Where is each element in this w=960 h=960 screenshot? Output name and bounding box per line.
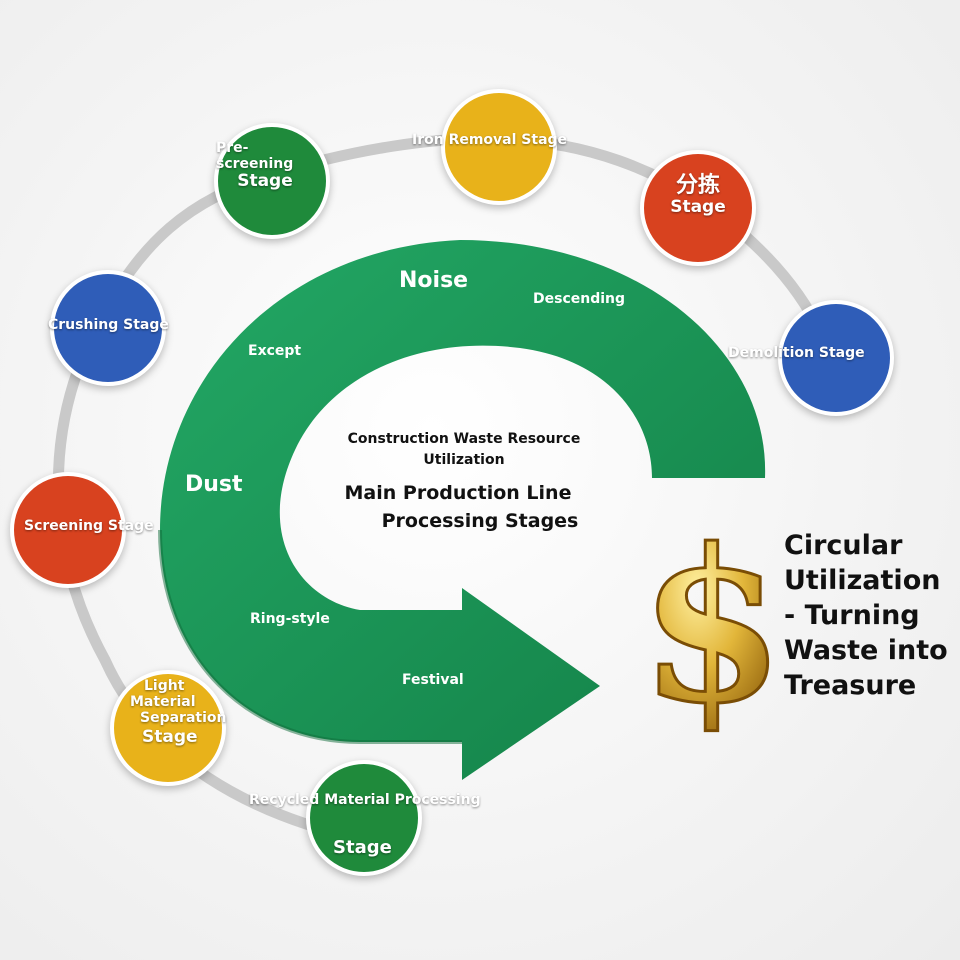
slogan-line5: Treasure — [784, 670, 917, 701]
dollar-sign-icon: $ — [639, 503, 785, 750]
center-subtitle-line2: Utilization — [423, 452, 505, 468]
slogan-line4: Waste into — [784, 635, 948, 666]
arrow-word-dust: Dust — [185, 472, 243, 497]
screening-stage-node[interactable] — [10, 472, 126, 588]
light-material-stage-label: Light Material Separation Stage — [120, 678, 240, 748]
prescreening-line1: Pre- — [216, 140, 249, 156]
crushing-stage-node[interactable] — [50, 270, 166, 386]
slogan-line2: Utilization — [784, 565, 941, 596]
center-title-line1: Main Production Line — [344, 482, 572, 504]
arrow-word-descending: Descending — [533, 291, 626, 307]
slogan-line1: Circular — [784, 530, 903, 561]
arrow-word-except: Except — [248, 343, 302, 359]
arrow-word-ring-style: Ring-style — [250, 611, 330, 627]
iron-removal-stage-label: Iron Removal Stage — [412, 132, 568, 148]
recycled-stage-label-line1: Recycled Material Processing — [249, 792, 481, 808]
recycled-stage-label-line2: Stage — [333, 837, 392, 858]
crushing-stage-label: Crushing Stage — [48, 317, 169, 333]
prescreening-stage-label: Pre- screening Stage — [210, 140, 320, 192]
sorting-stage-label: 分拣 Stage — [650, 173, 746, 218]
prescreening-stage-node[interactable] — [214, 123, 330, 239]
prescreening-line3: Stage — [237, 171, 293, 192]
demolition-stage-label: Demolition Stage — [728, 345, 865, 361]
slogan: Circular Utilization - Turning Waste int… — [784, 528, 954, 703]
prescreening-line2: screening — [216, 156, 294, 173]
iron-removal-stage-node[interactable] — [441, 89, 557, 205]
arrow-word-festival: Festival — [402, 672, 464, 688]
sorting-stage-node[interactable] — [640, 150, 756, 266]
arrow-word-noise: Noise — [399, 268, 469, 293]
center-title-line2: Processing Stages — [381, 510, 579, 532]
center-subtitle-line1: Construction Waste Resource — [347, 431, 581, 447]
light-material-line4: Stage — [142, 727, 198, 748]
screening-stage-label: Screening Stage — [24, 518, 154, 534]
arrow-shadow-edge — [158, 529, 462, 744]
process-arrow — [160, 240, 766, 780]
slogan-line3: - Turning — [784, 600, 920, 631]
light-material-line2: Material — [130, 694, 196, 711]
light-material-line3: Separation — [140, 710, 227, 727]
demolition-stage-node[interactable] — [778, 300, 894, 416]
recycled-stage-node[interactable] — [306, 760, 422, 876]
sorting-line2: Stage — [670, 197, 726, 218]
light-material-stage-node[interactable] — [110, 670, 226, 786]
sorting-line1: 分拣 — [675, 173, 720, 198]
light-material-line1: Light — [144, 678, 185, 694]
